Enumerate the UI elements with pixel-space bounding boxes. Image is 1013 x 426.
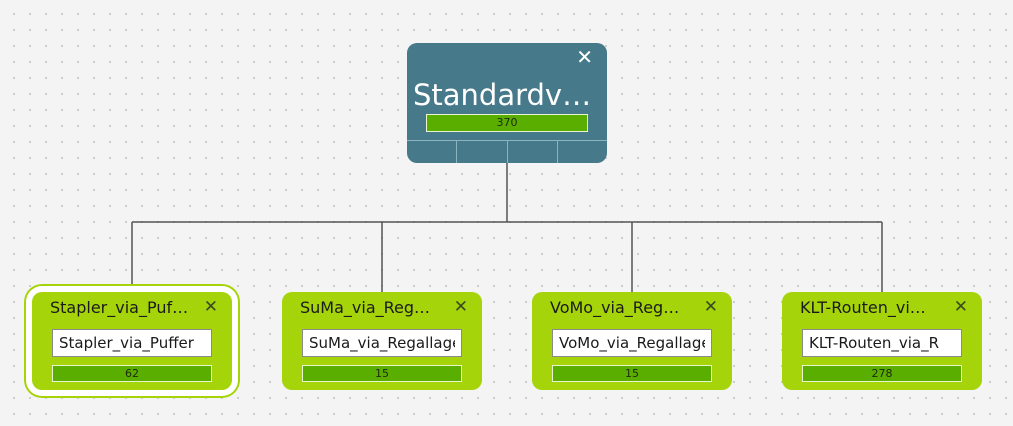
close-icon[interactable]: ✕	[576, 45, 593, 69]
child-name-input[interactable]	[802, 329, 962, 357]
child-node-title: SuMa_via_Reg…	[300, 298, 431, 317]
close-icon[interactable]: ✕	[453, 297, 468, 317]
root-value-bar: 370	[426, 114, 588, 132]
root-node[interactable]: ✕ Standardvers… 370	[407, 43, 607, 163]
child-name-input[interactable]	[52, 329, 212, 357]
close-icon[interactable]: ✕	[703, 297, 718, 317]
root-node-footer	[407, 140, 607, 163]
child-node-stapler[interactable]: Stapler_via_Puf… ✕ 62	[32, 292, 232, 390]
child-node-title: VoMo_via_Reg…	[550, 298, 680, 317]
root-node-title: Standardvers…	[413, 78, 607, 112]
root-footer-slot-3[interactable]	[508, 141, 558, 163]
root-footer-slot-4[interactable]	[558, 141, 607, 163]
close-icon[interactable]: ✕	[203, 297, 218, 317]
child-node-klt-routen[interactable]: KLT-Routen_vi… ✕ 278	[782, 292, 982, 390]
child-node-title: KLT-Routen_vi…	[800, 298, 926, 317]
child-name-input[interactable]	[302, 329, 462, 357]
child-value-bar: 15	[302, 365, 462, 382]
child-value-bar: 15	[552, 365, 712, 382]
child-name-input[interactable]	[552, 329, 712, 357]
child-node-title: Stapler_via_Puf…	[50, 298, 189, 317]
child-node-suma[interactable]: SuMa_via_Reg… ✕ 15	[282, 292, 482, 390]
child-value-bar: 278	[802, 365, 962, 382]
child-value-bar: 62	[52, 365, 212, 382]
root-footer-slot-1[interactable]	[407, 141, 458, 163]
child-node-vomo[interactable]: VoMo_via_Reg… ✕ 15	[532, 292, 732, 390]
close-icon[interactable]: ✕	[953, 297, 968, 317]
root-footer-slot-2[interactable]	[457, 141, 508, 163]
